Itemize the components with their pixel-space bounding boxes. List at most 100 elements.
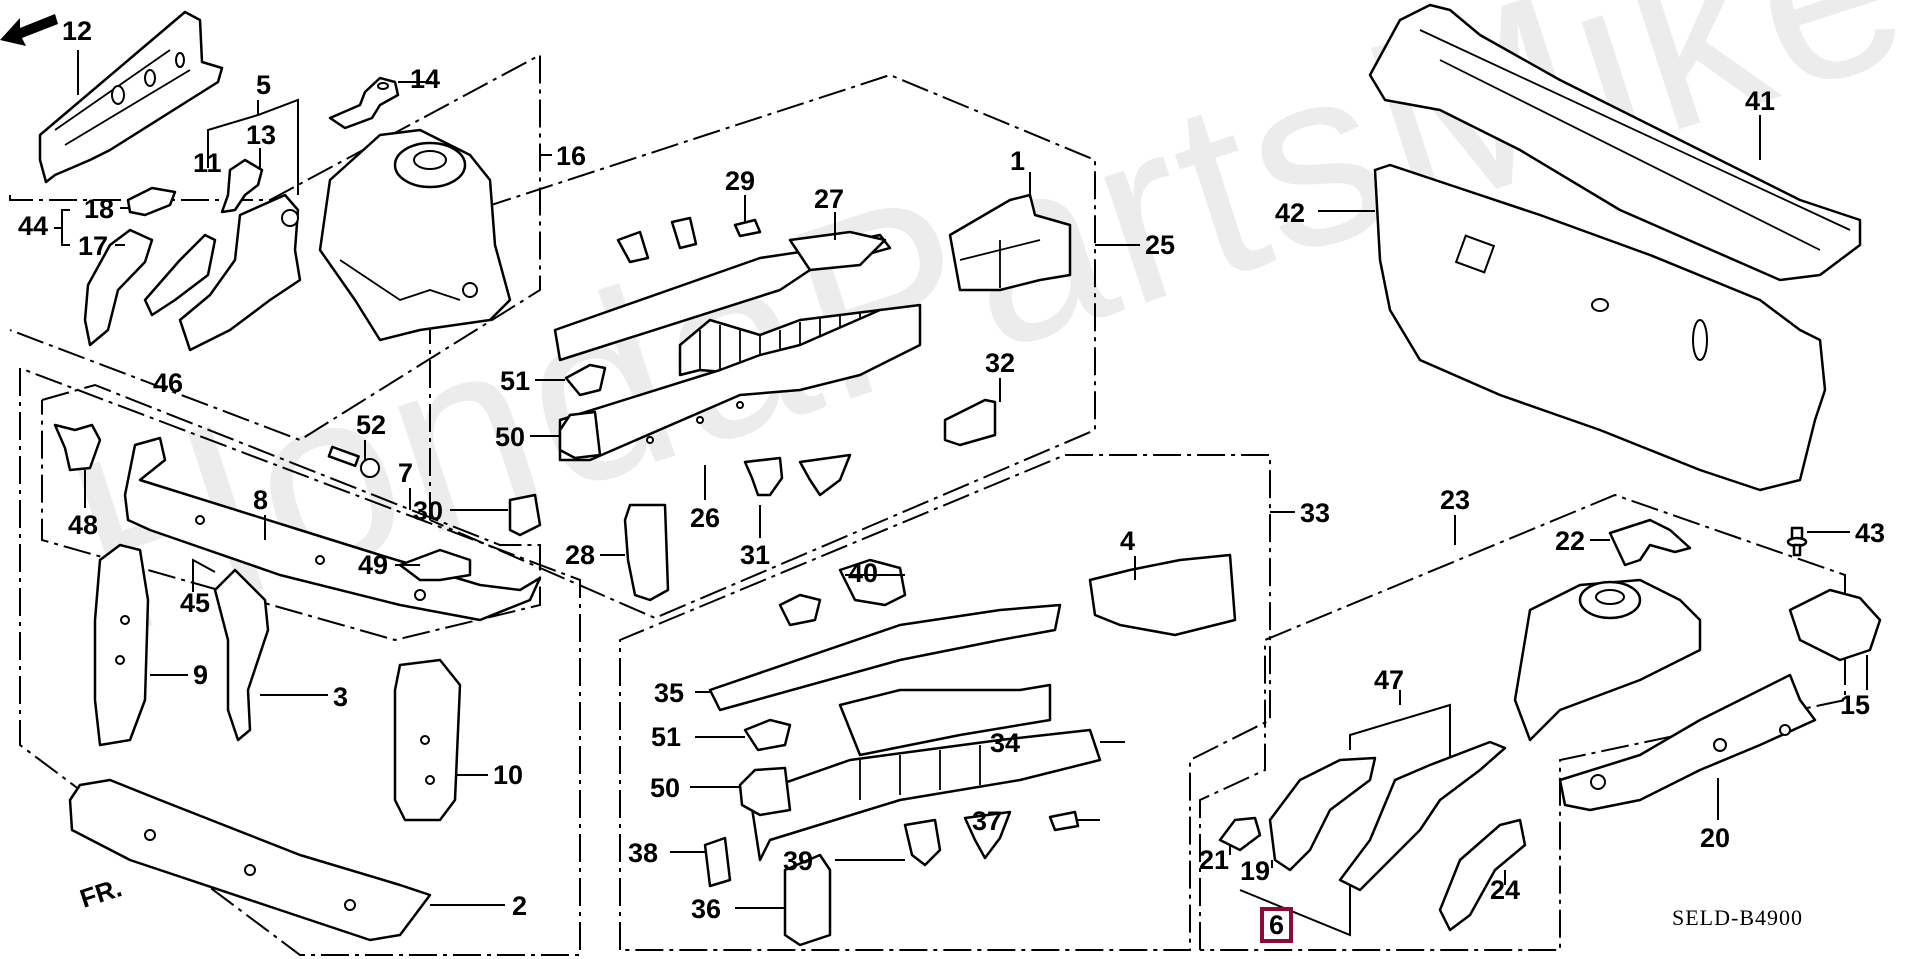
- group-outline-47: [1349, 690, 1451, 765]
- callout-part-27[interactable]: 27: [814, 184, 845, 214]
- callout-part-24[interactable]: 24: [1490, 875, 1521, 905]
- callout-part-7[interactable]: 7: [398, 458, 414, 488]
- part-10-side-support: [393, 658, 462, 822]
- part-36-gusset: [783, 853, 832, 947]
- callout-part-10[interactable]: 10: [493, 760, 524, 790]
- part-37-clip: [1048, 810, 1080, 832]
- part-9-side-support: [93, 543, 150, 747]
- callout-part-51[interactable]: 51: [651, 722, 682, 752]
- callout-part-11[interactable]: 11: [193, 148, 222, 178]
- callout-part-43[interactable]: 43: [1855, 518, 1886, 548]
- callout-part-18[interactable]: 18: [84, 194, 115, 224]
- part-12-rail: [38, 10, 224, 184]
- callout-part-36[interactable]: 36: [691, 894, 722, 924]
- callout-part-46[interactable]: 46: [153, 368, 184, 398]
- group-outline-7: [19, 368, 581, 956]
- part-51-bracket: [743, 718, 792, 752]
- part-16-wheelhouse: [318, 128, 512, 342]
- part-50-bracket: [738, 766, 792, 817]
- callout-part-15[interactable]: 15: [1840, 690, 1871, 720]
- part-43-bolt: [1786, 526, 1808, 557]
- part-31-mount: [743, 453, 852, 497]
- callout-part-28[interactable]: 28: [565, 540, 596, 570]
- callout-part-22[interactable]: 22: [1555, 526, 1586, 556]
- part-2-lower-crossmember: [68, 778, 432, 942]
- part-1-member: [948, 193, 1072, 292]
- callout-part-48[interactable]: 48: [68, 510, 99, 540]
- callout-part-33[interactable]: 33: [1300, 498, 1331, 528]
- part-4-member: [1088, 553, 1237, 637]
- leader-lines: [54, 50, 1868, 909]
- callout-part-30[interactable]: 30: [413, 496, 444, 526]
- callout-part-52[interactable]: 52: [356, 410, 387, 440]
- callout-highlighted-part[interactable]: 6: [1260, 907, 1294, 943]
- part-26-side-frame: [558, 303, 922, 462]
- part-20-upper-member: [1558, 673, 1817, 812]
- callout-part-26[interactable]: 26: [690, 503, 721, 533]
- part-34-side-frame: [748, 683, 1102, 862]
- callout-part-1[interactable]: 1: [1010, 146, 1026, 176]
- part-48-bracket: [53, 423, 102, 472]
- callout-part-34[interactable]: 34: [990, 728, 1021, 758]
- callout-part-9[interactable]: 9: [193, 660, 209, 690]
- callout-part-38[interactable]: 38: [628, 838, 659, 868]
- callout-part-16[interactable]: 16: [556, 141, 587, 171]
- callout-part-2[interactable]: 2: [512, 891, 528, 921]
- callout-part-35[interactable]: 35: [654, 678, 685, 708]
- callout-part-42[interactable]: 42: [1275, 198, 1306, 228]
- callout-part-40[interactable]: 40: [848, 558, 879, 588]
- callout-part-50[interactable]: 50: [495, 422, 526, 452]
- callout-part-21[interactable]: 21: [1199, 845, 1230, 875]
- part-29-clip: [616, 216, 762, 264]
- part-3-center-stay: [213, 568, 270, 742]
- part-42-dashboard: [1373, 163, 1827, 492]
- callout-part-31[interactable]: 31: [740, 540, 771, 570]
- callout-part-51[interactable]: 51: [500, 366, 531, 396]
- callout-part-5[interactable]: 5: [256, 70, 272, 100]
- part-32-bracket: [943, 398, 997, 447]
- callout-part-25[interactable]: 25: [1145, 230, 1176, 260]
- part-49-latch-bracket: [398, 548, 472, 582]
- group-outline-33: [619, 454, 1271, 951]
- callout-part-19[interactable]: 19: [1240, 856, 1271, 886]
- part-11-13-stay: [143, 158, 302, 352]
- callout-part-47[interactable]: 47: [1374, 665, 1405, 695]
- part-28-gusset: [623, 503, 670, 602]
- part-40-bracket: [778, 558, 907, 627]
- part-21-bracket: [1218, 816, 1262, 852]
- part-35-frame-rail: [708, 603, 1062, 712]
- callout-part-41[interactable]: 41: [1745, 86, 1776, 116]
- callout-part-13[interactable]: 13: [246, 120, 277, 150]
- group-outline-6: [1239, 880, 1351, 937]
- callout-part-4[interactable]: 4: [1120, 526, 1136, 556]
- part-17-18-extension: [83, 186, 177, 347]
- part-30-bracket: [508, 493, 542, 537]
- callout-part-50[interactable]: 50: [650, 773, 681, 803]
- part-27-frame: [553, 230, 892, 362]
- callout-part-8[interactable]: 8: [253, 485, 269, 515]
- group-outline-23: [1199, 493, 1846, 951]
- callout-part-37[interactable]: 37: [972, 806, 1003, 836]
- part-38-bracket: [703, 836, 732, 888]
- callout-part-39[interactable]: 39: [783, 846, 814, 876]
- callout-part-17[interactable]: 17: [78, 231, 109, 261]
- callout-part-3[interactable]: 3: [333, 682, 349, 712]
- front-direction-arrow-icon: [0, 14, 58, 46]
- callout-part-29[interactable]: 29: [725, 166, 756, 196]
- part-39-mount: [903, 810, 1012, 867]
- part-14-bracket: [328, 76, 400, 130]
- callout-part-45[interactable]: 45: [180, 588, 211, 618]
- callout-part-20[interactable]: 20: [1700, 823, 1731, 853]
- part-52-bolt: [327, 445, 380, 478]
- callout-part-32[interactable]: 32: [985, 348, 1016, 378]
- callout-part-23[interactable]: 23: [1440, 485, 1471, 515]
- callout-part-14[interactable]: 14: [410, 64, 441, 94]
- callout-part-49[interactable]: 49: [358, 550, 389, 580]
- callout-part-12[interactable]: 12: [62, 16, 93, 46]
- part-51-50-brackets-top: [558, 363, 607, 460]
- part-19-47-stays: [1268, 740, 1507, 892]
- callout-part-44[interactable]: 44: [18, 211, 49, 241]
- part-41-cowl: [1368, 3, 1862, 282]
